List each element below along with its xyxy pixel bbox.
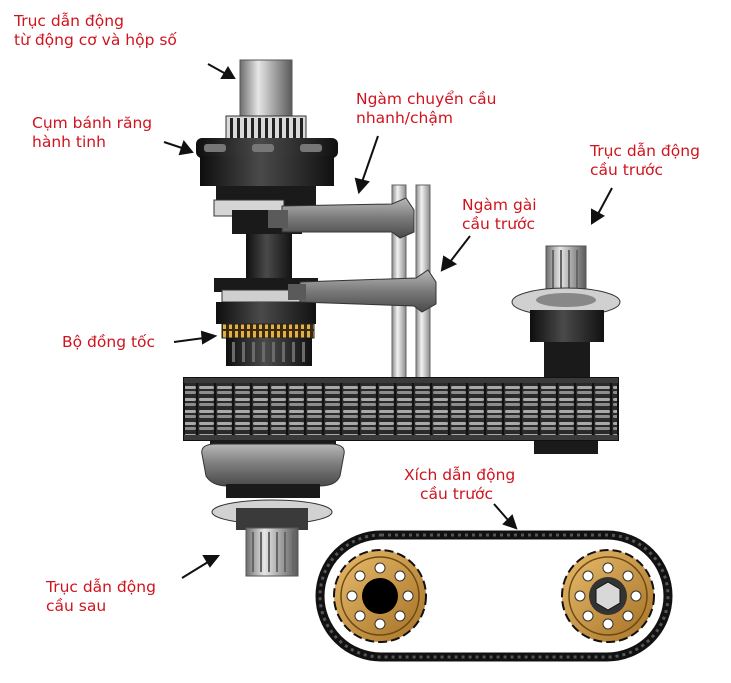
intermediate-shaft (246, 234, 292, 280)
label-front-chain-line2: cầu trước (420, 485, 494, 503)
arrow-input-shaft (207, 63, 236, 79)
label-front-chain-line1: Xích dẫn động (404, 466, 516, 484)
label-front-output-shaft-line2: cầu trước (590, 161, 664, 179)
label-input-shaft-line1: Trục dẫn động (14, 12, 124, 30)
rear-sprocket (333, 549, 427, 643)
input-shaft (225, 59, 307, 143)
arrow-front-output-shaft (591, 187, 613, 225)
arrow-front-axle-fork (440, 235, 471, 272)
label-rear-output-shaft: Trục dẫn động cầu sau (46, 578, 156, 616)
arrow-rear-output-shaft (181, 555, 221, 579)
label-input-shaft: Trục dẫn động từ động cơ và hộp số (14, 12, 177, 50)
label-synchronizer: Bộ đồng tốc (62, 333, 155, 352)
label-planetary-gear-line2: hành tinh (32, 133, 106, 151)
range-shift-fork (268, 197, 415, 239)
chain-sprocket-illustration (315, 530, 673, 662)
drive-chain-band (183, 377, 619, 441)
front-axle-engage-fork (288, 269, 437, 313)
label-front-axle-fork-line1: Ngàm gài (462, 196, 537, 214)
arrow-synchronizer (173, 330, 218, 345)
front-output-shaft (511, 245, 621, 454)
label-planetary-gear: Cụm bánh răng hành tinh (32, 114, 152, 152)
label-planetary-gear-line1: Cụm bánh răng (32, 114, 153, 132)
label-range-fork-line2: nhanh/chậm (356, 109, 453, 127)
label-front-output-shaft: Trục dẫn động cầu trước (590, 142, 700, 180)
label-synchronizer-line1: Bộ đồng tốc (62, 333, 156, 351)
label-input-shaft-line2: từ động cơ và hộp số (14, 31, 177, 49)
label-rear-output-shaft-line1: Trục dẫn động (46, 578, 156, 596)
front-sprocket (561, 549, 655, 643)
label-front-axle-fork: Ngàm gài cầu trước (462, 196, 537, 234)
synchronizer (221, 323, 315, 366)
arrow-planetary-gear (163, 139, 194, 156)
rear-output-shaft (245, 527, 299, 577)
arrow-range-fork (354, 135, 379, 195)
label-front-output-shaft-line1: Trục dẫn động (590, 142, 700, 160)
label-range-fork: Ngàm chuyển cầu nhanh/chậm (356, 90, 496, 128)
label-front-axle-fork-line2: cầu trước (462, 215, 536, 233)
label-rear-output-shaft-line2: cầu sau (46, 597, 107, 615)
label-range-fork-line1: Ngàm chuyển cầu (356, 90, 497, 108)
label-front-chain: Xích dẫn động cầu trước (404, 466, 515, 504)
rear-output-housing (201, 440, 345, 530)
arrow-front-chain (493, 503, 518, 530)
